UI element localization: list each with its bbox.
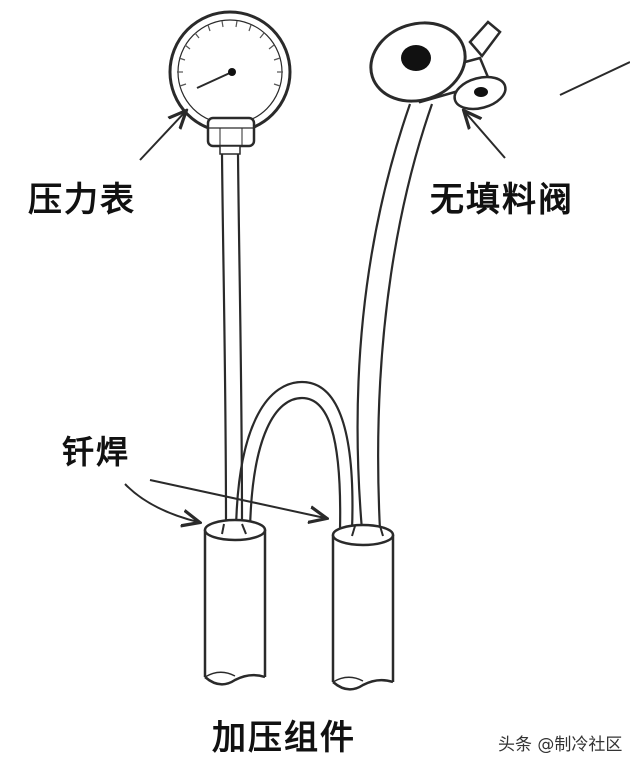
arrow-brazing-left: [124, 483, 198, 522]
pressure-gauge: [168, 10, 292, 155]
label-fill-valve: 无填料阀: [430, 180, 574, 220]
gauge-fitting: [206, 116, 256, 148]
arrow-gauge: [139, 112, 185, 161]
arrow-brazing-right: [149, 479, 325, 518]
connecting-arch-tube: [234, 380, 354, 531]
arrow-valve: [465, 112, 506, 159]
watermark: 头条 @制冷社区: [498, 735, 623, 755]
stray-line: [559, 61, 630, 96]
gauge-needle: [196, 71, 233, 89]
annotation-arrows: [124, 61, 630, 522]
valve-core: [401, 45, 431, 71]
label-pressure-assembly: 加压组件: [212, 718, 356, 758]
cylinder-right: [331, 523, 395, 691]
pressure-assembly: [203, 518, 395, 691]
gauge-ticks: [177, 20, 283, 87]
cylinder-left: [203, 518, 267, 686]
label-pressure-gauge: 压力表: [28, 180, 136, 220]
label-brazing: 钎焊: [62, 433, 131, 471]
fill-valve: [369, 20, 507, 111]
gauge-tube: [220, 153, 244, 526]
valve-tube: [356, 103, 434, 531]
